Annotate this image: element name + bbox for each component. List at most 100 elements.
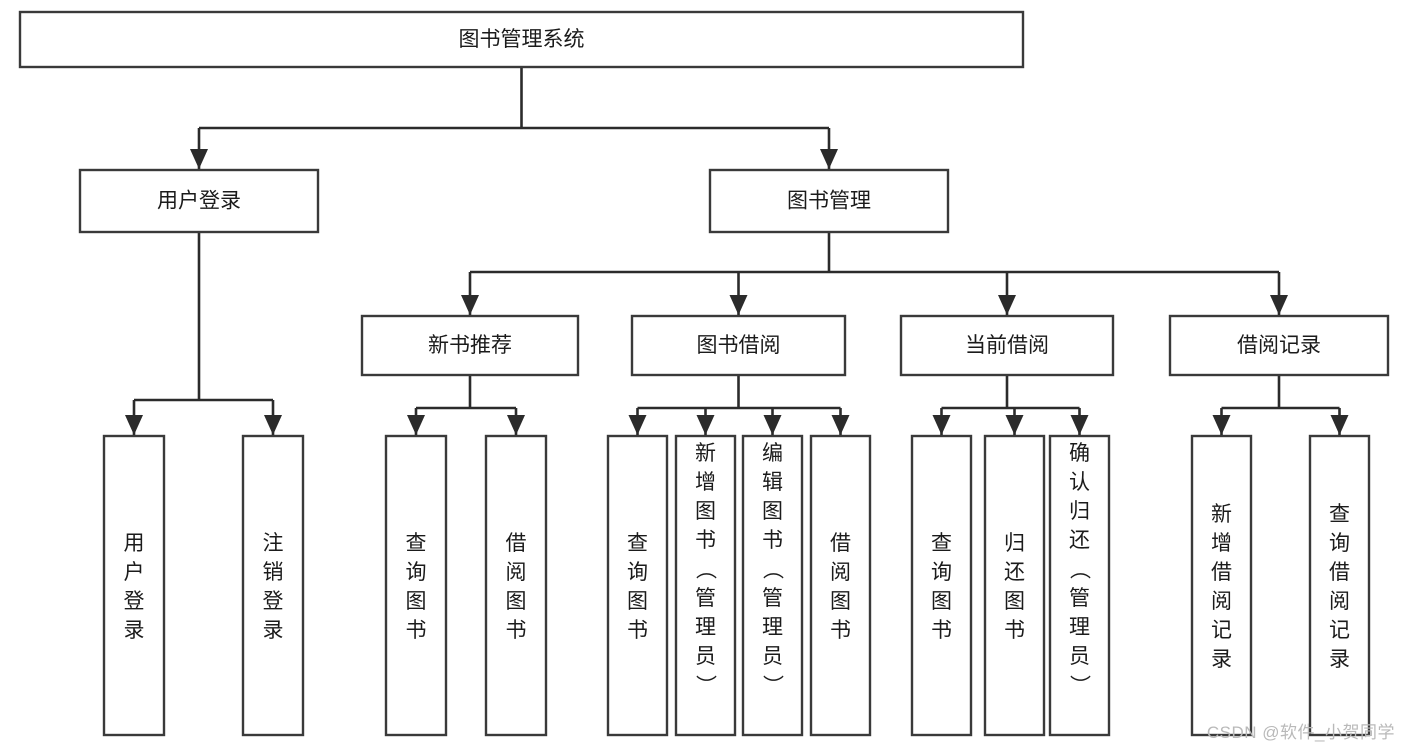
node-label-char-leaf-confirm-return-admin-0: 确: [1069, 442, 1090, 465]
node-label-char-leaf-borrow-book-1-2: 图: [506, 590, 527, 613]
userlogin-arrow-0: [125, 415, 143, 435]
node-box-leaf-user-login: [102, 434, 166, 737]
node-label-char-leaf-query-book-3-0: 查: [931, 532, 952, 555]
node-label-char-leaf-return-book-3: 书: [1004, 619, 1025, 642]
node-label-char-leaf-user-login-3: 录: [124, 619, 145, 642]
node-root[interactable]: 图书管理系统: [18, 10, 1025, 69]
node-box-current-borrow: [899, 314, 1115, 377]
curborrow-arrow-0: [932, 415, 951, 435]
node-box-book-management: [708, 168, 950, 234]
node-label-current-borrow: 当前借阅: [965, 334, 1049, 357]
node-book-borrow[interactable]: 图书借阅: [630, 314, 847, 377]
node-label-char-leaf-edit-book-admin-6: 理: [762, 616, 783, 639]
node-label-char-leaf-borrow-book-2-0: 借: [830, 532, 851, 555]
node-user-login[interactable]: 用户登录: [78, 168, 320, 234]
node-label-char-leaf-add-borrow-record-0: 新: [1211, 503, 1232, 526]
node-box-leaf-return-book: [983, 434, 1046, 737]
node-label-char-leaf-add-book-admin-5: 管: [695, 587, 716, 610]
bookborrow-arrow-2: [763, 415, 782, 435]
newbook-arrow-0: [407, 415, 425, 435]
node-box-leaf-query-book-1: [384, 434, 448, 737]
node-label-char-leaf-query-book-3-2: 图: [931, 590, 952, 613]
node-book-management[interactable]: 图书管理: [708, 168, 950, 234]
node-label-char-leaf-edit-book-admin-1: 辑: [762, 471, 783, 494]
node-label-char-leaf-add-borrow-record-3: 阅: [1211, 590, 1232, 613]
node-label-char-leaf-user-login-1: 户: [124, 561, 145, 584]
node-label-char-leaf-add-borrow-record-1: 增: [1211, 532, 1232, 555]
node-label-char-leaf-add-book-admin-1: 增: [695, 471, 716, 494]
node-label-char-leaf-edit-book-admin-4: （: [761, 559, 784, 580]
node-label-char-leaf-confirm-return-admin-7: 员: [1069, 645, 1090, 668]
node-label-char-leaf-query-borrow-record-3: 阅: [1329, 590, 1350, 613]
node-label-char-leaf-query-borrow-record-1: 询: [1329, 532, 1350, 555]
node-label-char-leaf-query-book-2-0: 查: [627, 532, 648, 555]
node-label-char-leaf-confirm-return-admin-8: ）: [1068, 675, 1091, 696]
bookborrow-arrow-0: [628, 415, 647, 435]
node-label-char-leaf-edit-book-admin-0: 编: [762, 442, 783, 465]
node-box-borrow-record: [1168, 314, 1390, 377]
node-label-char-leaf-query-book-2-1: 询: [627, 561, 648, 584]
node-label-char-leaf-edit-book-admin-8: ）: [761, 675, 784, 696]
node-box-new-book-recommend: [360, 314, 580, 377]
node-box-leaf-edit-book-admin: [741, 434, 804, 737]
node-label-char-leaf-return-book-2: 图: [1004, 590, 1025, 613]
userlogin-arrow-1: [264, 415, 282, 435]
node-label-char-leaf-logout-login-3: 录: [263, 619, 284, 642]
node-label-char-leaf-add-book-admin-0: 新: [695, 442, 716, 465]
node-label-char-leaf-query-borrow-record-4: 记: [1329, 619, 1350, 642]
node-label-borrow-record: 借阅记录: [1237, 334, 1321, 357]
node-label-root: 图书管理系统: [459, 28, 585, 51]
node-label-char-leaf-query-book-1-0: 查: [406, 532, 427, 555]
connector-layer: [125, 67, 1349, 435]
node-label-book-management: 图书管理: [787, 190, 871, 213]
node-label-char-leaf-confirm-return-admin-3: 还: [1069, 529, 1090, 552]
node-label-char-leaf-logout-login-2: 登: [263, 590, 284, 613]
node-label-char-leaf-query-book-3-3: 书: [931, 619, 952, 642]
node-label-char-leaf-query-borrow-record-0: 查: [1329, 503, 1350, 526]
node-new-book-recommend[interactable]: 新书推荐: [360, 314, 580, 377]
node-label-user-login: 用户登录: [157, 190, 241, 213]
node-label-char-leaf-logout-login-1: 销: [263, 561, 284, 584]
node-box-leaf-query-book-3: [910, 434, 973, 737]
bookmgmt-arrow-1: [729, 295, 748, 315]
node-label-char-leaf-confirm-return-admin-6: 理: [1069, 616, 1090, 639]
node-label-char-leaf-add-book-admin-3: 书: [695, 529, 716, 552]
node-leaf-user-login[interactable]: 用户登录: [102, 434, 166, 737]
borrowrec-arrow-1: [1330, 415, 1349, 435]
node-label-char-leaf-query-book-1-1: 询: [406, 561, 427, 584]
node-label-char-leaf-query-book-2-3: 书: [627, 619, 648, 642]
newbook-arrow-1: [507, 415, 525, 435]
node-borrow-record[interactable]: 借阅记录: [1168, 314, 1390, 377]
bookborrow-arrow-1: [696, 415, 715, 435]
node-label-char-leaf-add-book-admin-8: ）: [694, 675, 717, 696]
node-label-char-leaf-query-book-1-3: 书: [406, 619, 427, 642]
node-box-leaf-logout-login: [241, 434, 305, 737]
curborrow-arrow-1: [1005, 415, 1024, 435]
node-label-char-leaf-query-borrow-record-2: 借: [1329, 561, 1350, 584]
node-current-borrow[interactable]: 当前借阅: [899, 314, 1115, 377]
curborrow-arrow-2: [1070, 415, 1089, 435]
node-label-char-leaf-return-book-1: 还: [1004, 561, 1025, 584]
node-box-leaf-borrow-book-2: [809, 434, 872, 737]
node-label-char-leaf-return-book-0: 归: [1004, 532, 1025, 555]
node-label-char-leaf-add-book-admin-7: 员: [695, 645, 716, 668]
node-label-char-leaf-borrow-book-1-3: 书: [506, 619, 527, 642]
node-label-char-leaf-query-book-1-2: 图: [406, 590, 427, 613]
node-label-char-leaf-add-book-admin-6: 理: [695, 616, 716, 639]
bookborrow-arrow-3: [831, 415, 850, 435]
csdn-watermark: CSDN @软件_小贺同学: [1206, 723, 1395, 742]
